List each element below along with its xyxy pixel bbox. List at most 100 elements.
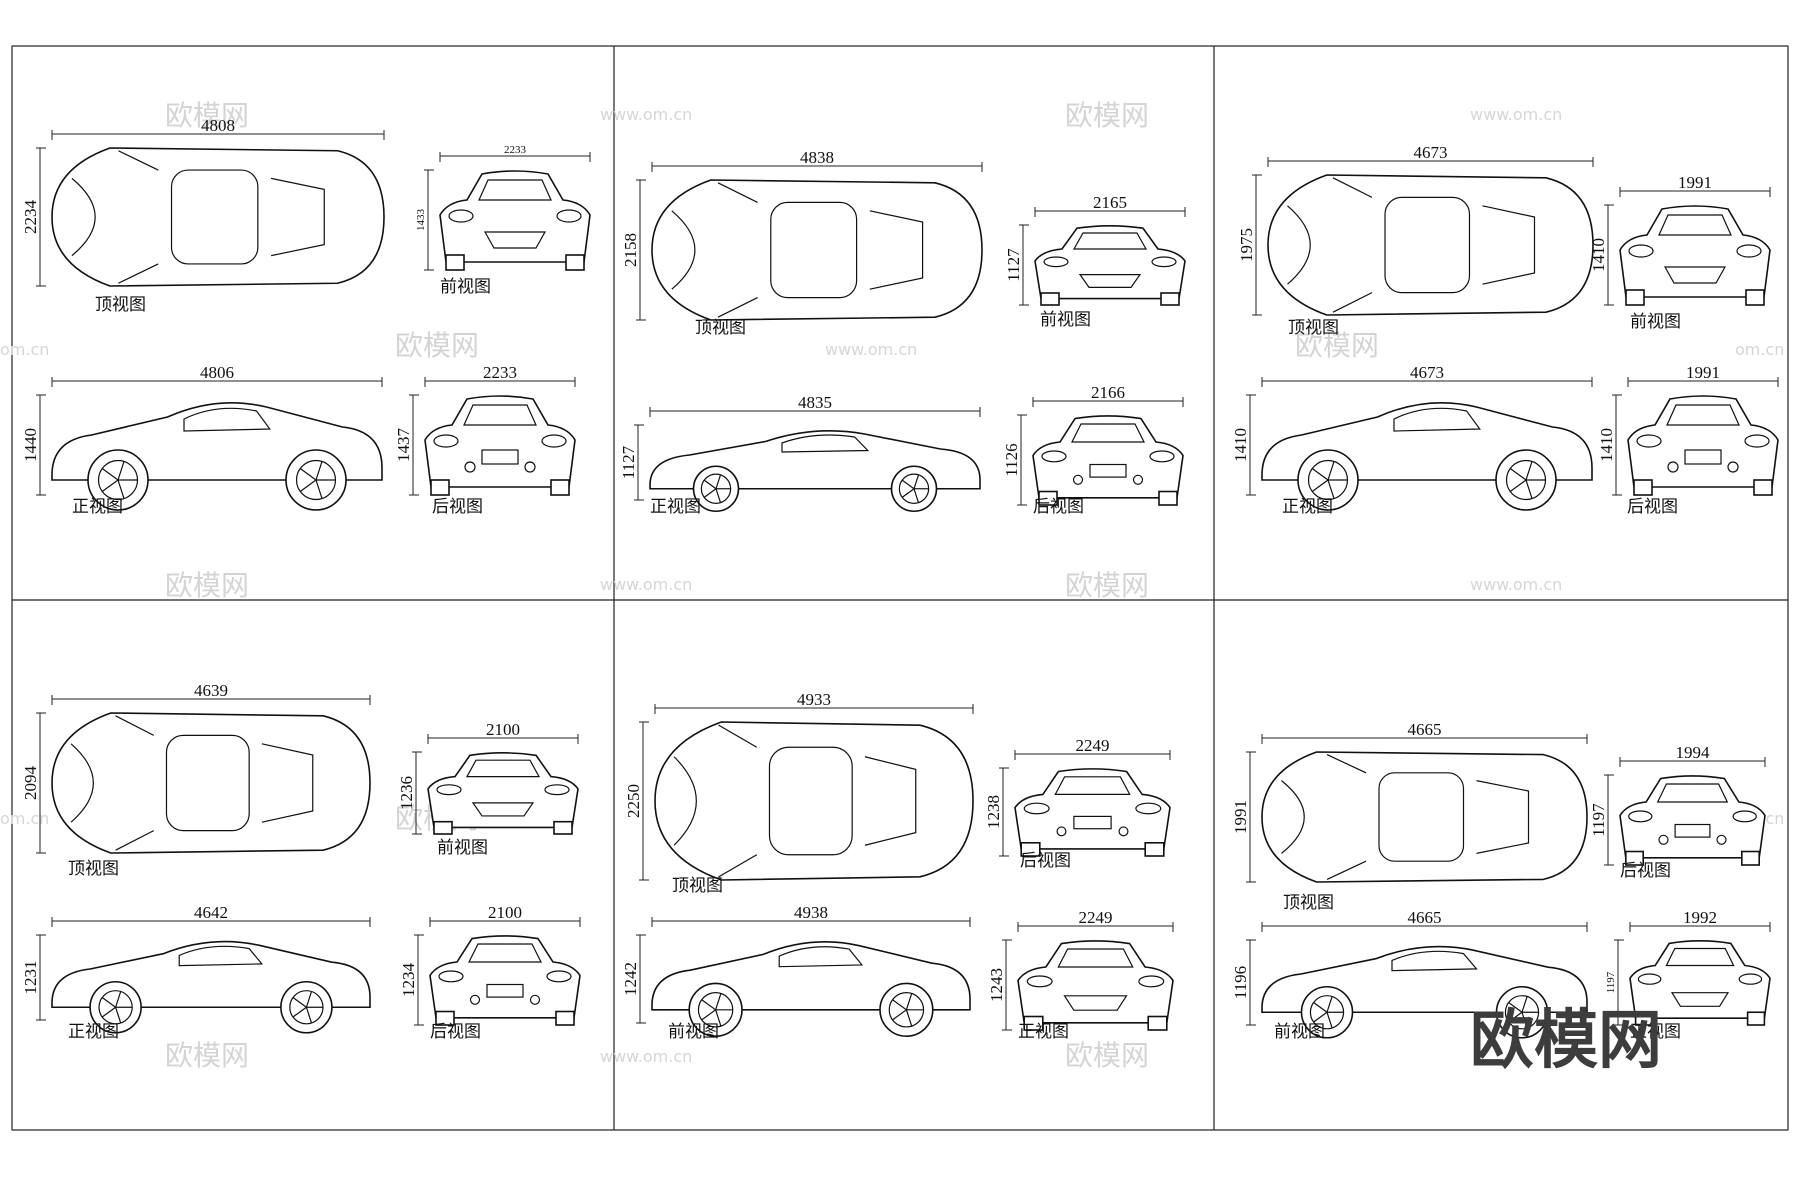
car-wheel-spoke	[101, 479, 119, 492]
car-panel-1: 48082234顶视图22331433前视图48061440正视图2233143…	[21, 116, 591, 517]
car-wheel-spoke	[299, 468, 317, 481]
car-grille	[1063, 995, 1128, 1011]
car-lamp	[1138, 975, 1165, 988]
car-wheel-spoke	[315, 479, 323, 499]
view-caption: 前视图	[437, 838, 488, 858]
dimension-label: 1234	[399, 963, 418, 998]
car-wheel-spoke	[292, 1006, 307, 1018]
dimension-label: 1197	[1605, 971, 1617, 993]
dimension-label: 2250	[624, 784, 643, 818]
car-rear-window	[1666, 404, 1740, 426]
car-front-body	[427, 752, 579, 829]
view-caption: 前视图	[1630, 312, 1681, 332]
sheet-border	[11, 45, 1789, 1131]
dimension-label: 4933	[797, 690, 831, 709]
car-lamp	[1736, 244, 1762, 258]
car-tire	[553, 820, 573, 835]
car-top-line	[1332, 177, 1373, 198]
car-panel-6: 46651991顶视图19941197后视图46651196前视图1992119…	[1231, 720, 1771, 1042]
car-lamp	[1149, 450, 1175, 463]
car-tire	[555, 1010, 575, 1026]
car-top-line	[1332, 292, 1373, 313]
car-windshield	[1072, 232, 1148, 250]
car-lamp	[1026, 975, 1053, 988]
car-lamp	[1628, 244, 1654, 258]
dimension-label: 1127	[619, 445, 638, 479]
panel-layer: 48082234顶视图22331433前视图48061440正视图2233143…	[21, 116, 1779, 1042]
car-exhaust	[1716, 834, 1727, 845]
car-top-cabin	[1384, 196, 1471, 294]
dimension-label: 1991	[1231, 800, 1250, 834]
dimension-label: 2249	[1079, 908, 1113, 927]
dimension-label: 2100	[488, 903, 522, 922]
car-rear-body	[1032, 415, 1184, 499]
car-exhaust	[1118, 826, 1129, 837]
car-top-hood-line	[1281, 780, 1305, 854]
dimension-label: 4665	[1408, 720, 1442, 739]
car-top-line	[115, 715, 155, 736]
view-caption: 正视图	[650, 497, 701, 517]
car-lamp	[448, 209, 474, 223]
car-top-body	[654, 721, 974, 881]
watermark-logo: 欧模网	[1470, 1004, 1662, 1078]
dimension-label: 1991	[1678, 173, 1712, 192]
car-windshield	[1665, 947, 1735, 967]
dimension-label: 1196	[1231, 966, 1250, 999]
car-wheel-spoke	[715, 993, 722, 1010]
car-wheel-spoke	[1311, 468, 1329, 481]
panel-grid	[11, 45, 1789, 1131]
car-side-window	[1393, 407, 1481, 432]
car-side-window	[1391, 950, 1478, 972]
car-tire	[1023, 1015, 1044, 1031]
dimension-label: 4938	[794, 903, 828, 922]
car-lamp	[1628, 810, 1653, 823]
watermark-brand: 欧模网	[395, 329, 479, 362]
car-top-line	[717, 182, 758, 203]
car-exhaust	[469, 994, 481, 1005]
car-wheel-spoke	[1521, 996, 1528, 1013]
car-top-cabin	[170, 169, 259, 265]
car-wheel-spoke	[1525, 461, 1533, 481]
car-rear-window	[1054, 776, 1131, 795]
car-grille	[483, 231, 547, 249]
car-wheel-spoke	[905, 993, 913, 1010]
car-exhaust	[529, 994, 541, 1005]
car-wheel-spoke	[905, 1009, 913, 1027]
car-tire	[433, 820, 453, 835]
dimension-label: 1127	[1004, 248, 1023, 282]
car-wheel-spoke	[115, 1007, 122, 1024]
car-lamp	[541, 434, 567, 448]
car-side-window	[778, 946, 864, 968]
view-top: 4933 2250 顶视图	[624, 690, 974, 896]
car-wheel-spoke	[292, 997, 307, 1008]
car-tire	[1741, 850, 1761, 866]
view-caption: 后视图	[1627, 497, 1678, 517]
car-top-body	[51, 712, 371, 854]
car-tire	[1625, 289, 1645, 306]
car-rear-window	[1071, 423, 1145, 443]
car-exhaust	[524, 461, 536, 473]
watermark-url: www.om.cn	[600, 1047, 692, 1066]
car-top-body	[51, 147, 385, 287]
car-tire	[1634, 1011, 1654, 1026]
car-top-line	[718, 854, 758, 878]
view-caption: 顶视图	[672, 876, 723, 896]
car-grille	[1663, 266, 1727, 284]
car-wheel-spoke	[1508, 1002, 1523, 1013]
car-front-body	[1034, 225, 1186, 300]
dimension-label: 1433	[415, 209, 427, 232]
car-top-cabin	[770, 201, 858, 299]
car-top-hood-line	[671, 210, 696, 290]
car-wheel-spoke	[913, 488, 920, 503]
watermark-url-edge: om.cn	[1735, 340, 1784, 359]
car-lamp	[1043, 256, 1069, 268]
car-wheel-spoke	[1313, 1011, 1328, 1023]
